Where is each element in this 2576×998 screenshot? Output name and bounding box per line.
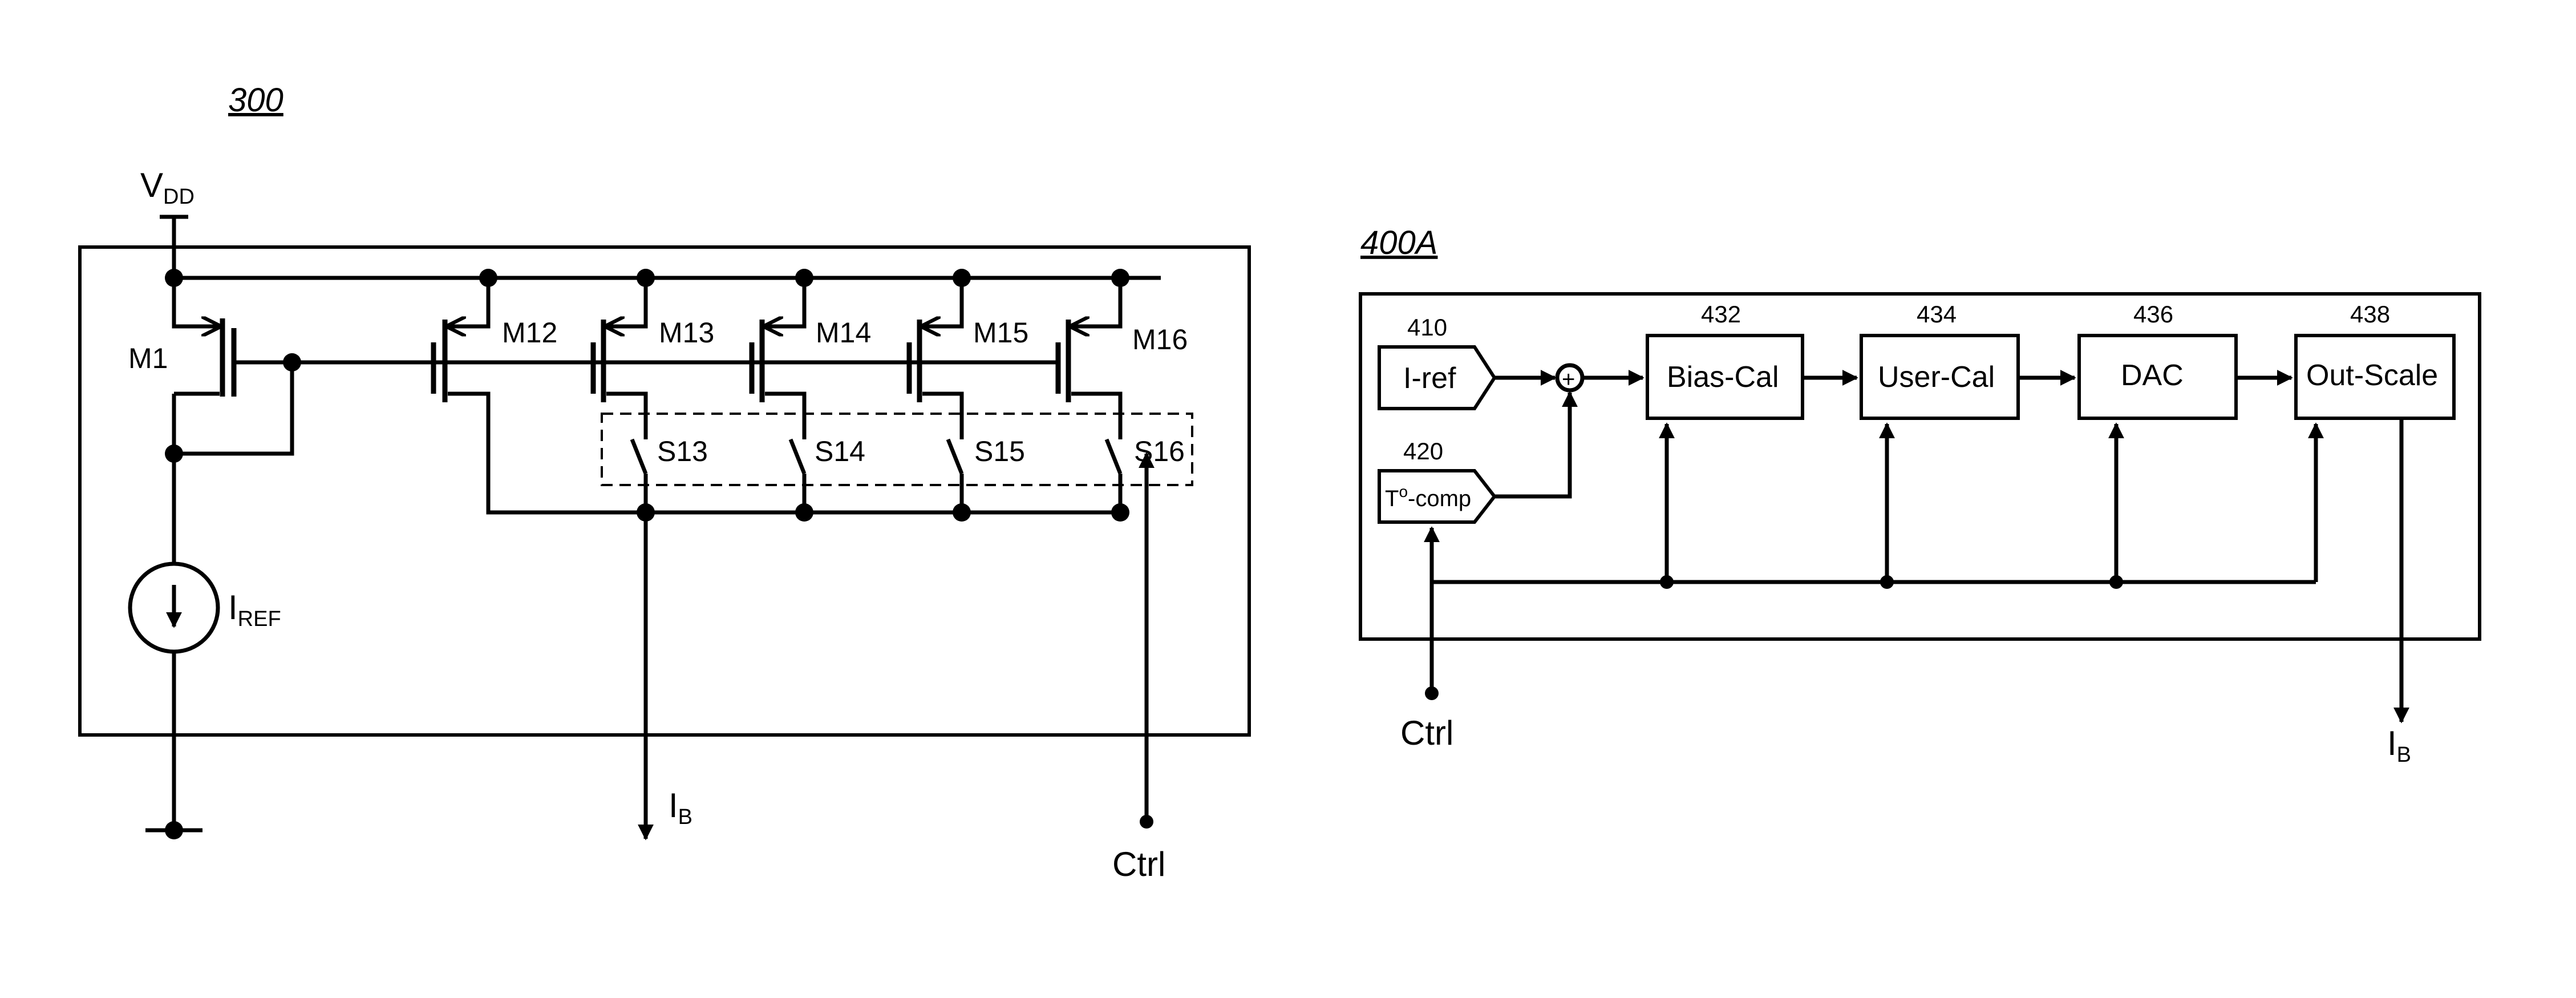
node-ground <box>165 821 183 839</box>
ctrl-terminal-400a <box>1425 686 1439 700</box>
outscale-label: Out-Scale <box>2306 359 2438 392</box>
m15-label: M15 <box>973 317 1028 349</box>
node-out-s15 <box>953 503 971 522</box>
m14-label: M14 <box>816 317 871 349</box>
summer-plus: + <box>1562 367 1575 392</box>
outscale-ref: 438 <box>2350 301 2390 328</box>
ctrl-label-400a: Ctrl <box>1400 714 1453 752</box>
node-ctrl-usercal <box>1880 575 1894 589</box>
transistor-m14: M14 <box>752 278 871 439</box>
transistor-m15: M15 <box>909 278 1028 439</box>
node-ctrl-dac <box>2109 575 2123 589</box>
node-ctrl-biascal <box>1660 575 1674 589</box>
usercal-label: User-Cal <box>1878 361 1995 394</box>
switch-s13: S13 <box>632 435 708 512</box>
transistor-m13: M13 <box>593 278 714 439</box>
tcomp-block-label: To-comp <box>1385 483 1471 511</box>
m13-label: M13 <box>659 317 714 349</box>
usercal-ref: 434 <box>1917 301 1957 328</box>
iref-label: IREF <box>228 588 281 631</box>
transistor-m16: M16 <box>1058 278 1188 439</box>
transistor-m1: M1 <box>128 278 234 454</box>
dac-ref: 436 <box>2133 301 2173 328</box>
switch-s15: S15 <box>948 435 1025 512</box>
figure-400a-ref: 400A <box>1360 224 1437 261</box>
dac-label: DAC <box>2121 359 2184 392</box>
s15-label: S15 <box>974 435 1025 467</box>
ctrl-label-300: Ctrl <box>1112 845 1165 883</box>
vdd-label: VDD <box>140 166 195 209</box>
tcomp-to-summer <box>1494 393 1570 496</box>
iref-block-ref: 410 <box>1407 314 1447 341</box>
m16-label: M16 <box>1132 324 1188 355</box>
ctrl-terminal-300 <box>1140 815 1153 829</box>
figure-300: 300 VDD M1 IREF <box>80 82 1249 883</box>
ib-label-300: IB <box>669 786 692 829</box>
m12-label: M12 <box>502 317 557 349</box>
node-out-s16 <box>1111 503 1129 522</box>
biascal-ref: 432 <box>1701 301 1741 328</box>
figure-400a: 400A 410 I-ref 420 To-comp + 432 Bias-Ca… <box>1360 224 2480 767</box>
node-out-s14 <box>795 503 813 522</box>
s13-label: S13 <box>657 435 708 467</box>
biascal-label: Bias-Cal <box>1667 361 1779 394</box>
iref-block-label: I-ref <box>1403 362 1456 395</box>
s14-label: S14 <box>815 435 865 467</box>
ib-label-400a: IB <box>2387 724 2411 767</box>
m1-label: M1 <box>128 342 168 374</box>
switch-s14: S14 <box>791 435 865 512</box>
tcomp-block-ref: 420 <box>1403 438 1443 464</box>
s16-label: S16 <box>1134 435 1185 467</box>
figure-300-ref: 300 <box>228 82 283 119</box>
